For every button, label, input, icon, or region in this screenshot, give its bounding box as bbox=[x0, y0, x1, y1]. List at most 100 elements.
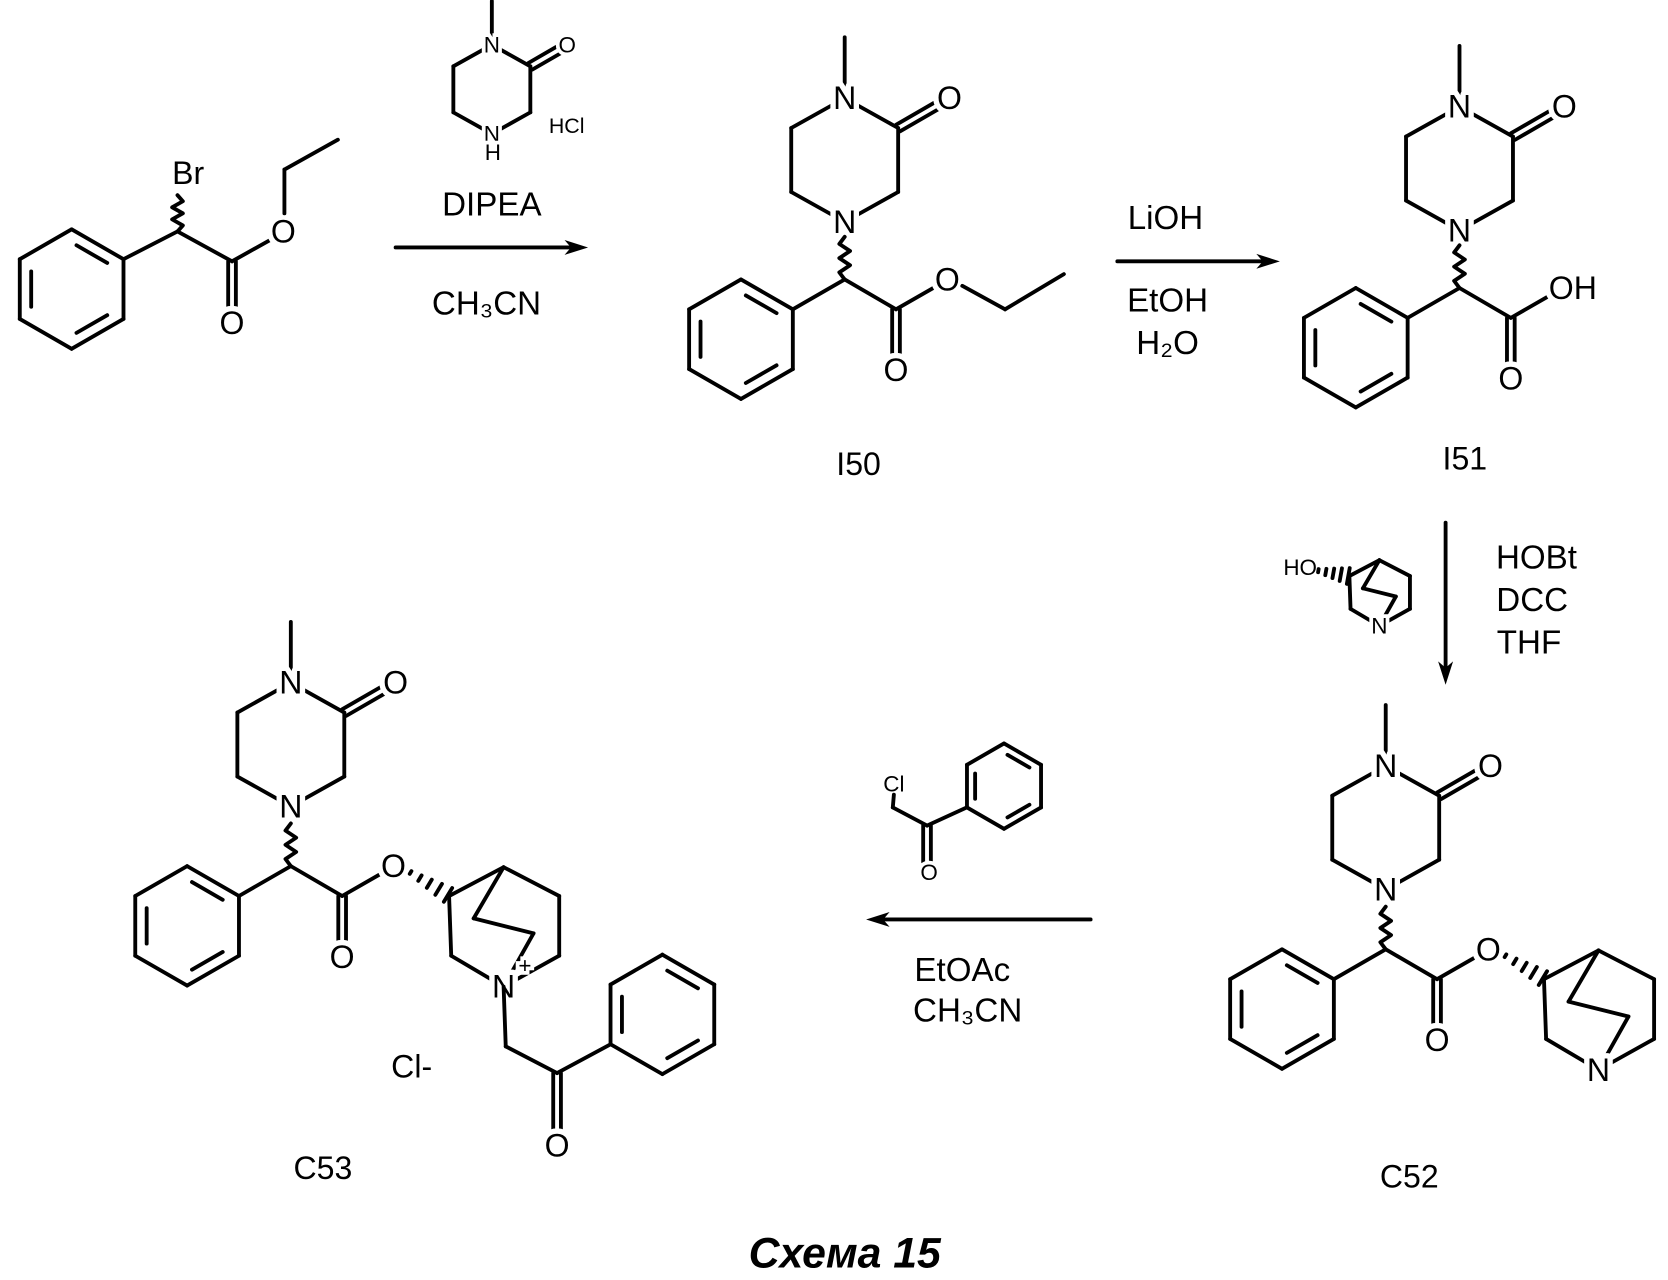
step1-condition-solvent: CH₃CN bbox=[432, 286, 541, 323]
arrowhead-icon bbox=[564, 240, 589, 255]
hashed-stereo-bond bbox=[1502, 952, 1549, 987]
ring-bond bbox=[17, 317, 74, 351]
bond bbox=[960, 283, 1008, 312]
c52-ester-o-atom: O bbox=[1476, 931, 1501, 967]
ring-bond bbox=[687, 277, 743, 312]
i51-n4-atom: N bbox=[1448, 212, 1471, 248]
ring-double-bond bbox=[665, 1038, 700, 1061]
bond bbox=[890, 805, 929, 828]
cage-bond bbox=[501, 953, 562, 989]
bond bbox=[489, 42, 533, 69]
i51-ester-o-atom: OH bbox=[1549, 270, 1597, 306]
bond bbox=[288, 680, 347, 715]
c52-oxo-atom: O bbox=[1478, 748, 1503, 784]
i51-carbonyl-o-atom: O bbox=[1498, 361, 1523, 397]
arrow-step1 bbox=[393, 240, 589, 255]
cage-bond bbox=[501, 865, 562, 898]
cage-bond bbox=[1542, 948, 1601, 982]
scheme-title: Схема 15 bbox=[749, 1229, 942, 1277]
ring-double-bond bbox=[743, 293, 779, 316]
cage-bond bbox=[471, 916, 536, 936]
arrowhead-icon bbox=[866, 912, 890, 927]
cage-bond bbox=[1377, 594, 1398, 628]
ring-double-bond bbox=[190, 880, 225, 902]
ring-bond bbox=[608, 1042, 665, 1077]
c52-carbonyl-o-atom: O bbox=[1425, 1022, 1450, 1058]
step3-condition-thf: THF bbox=[1497, 625, 1561, 662]
cage-bond bbox=[1566, 999, 1631, 1019]
benzene-ring bbox=[133, 864, 241, 988]
step4-reagent-cl-atom: Cl bbox=[883, 772, 904, 797]
cage-bond bbox=[1347, 574, 1353, 611]
cage-bond bbox=[1347, 558, 1382, 578]
carbonyl-bond bbox=[898, 105, 943, 134]
bond bbox=[501, 984, 508, 1049]
ring-bond bbox=[1228, 1037, 1284, 1071]
cage-bond bbox=[1566, 948, 1601, 1004]
hash bbox=[1502, 952, 1509, 960]
cage-bond bbox=[1544, 1037, 1601, 1072]
cage-bond bbox=[1360, 558, 1382, 591]
i50-carbonyl-o-atom: O bbox=[884, 352, 909, 388]
carbonyl-bond bbox=[1512, 114, 1558, 142]
cage-bond bbox=[1596, 1014, 1631, 1072]
compound-label-c52: C52 bbox=[1380, 1159, 1439, 1195]
benzene-ring bbox=[608, 952, 717, 1077]
c53-n-methyl-atom: N bbox=[279, 665, 302, 701]
ring-bond bbox=[1280, 947, 1336, 982]
bond bbox=[1508, 291, 1556, 320]
cage-bond bbox=[449, 953, 506, 989]
compound-label-i51: I51 bbox=[1443, 441, 1488, 477]
carbonyl-bond bbox=[340, 683, 385, 712]
c53-carbonyl-o-atom: O bbox=[330, 939, 355, 975]
hash bbox=[1323, 566, 1329, 578]
cage-bond bbox=[1596, 1037, 1657, 1072]
step3-reagent-quinuclidine-n-atom: N bbox=[1371, 613, 1387, 638]
c53-ester-o-atom: O bbox=[381, 848, 406, 884]
ring-bond bbox=[739, 277, 795, 312]
benzene-ring bbox=[687, 277, 795, 401]
bond bbox=[789, 96, 847, 130]
i51-n-methyl-atom: N bbox=[1448, 89, 1471, 125]
step2-condition-base: LiOH bbox=[1128, 200, 1203, 237]
step1-condition-dipea: DIPEA bbox=[442, 186, 542, 223]
ring-double-bond bbox=[743, 363, 779, 385]
bond bbox=[1383, 763, 1442, 798]
hash bbox=[416, 873, 424, 883]
arrow-step2 bbox=[1115, 253, 1280, 269]
bond bbox=[340, 869, 387, 898]
bond bbox=[842, 277, 898, 312]
bond bbox=[288, 864, 345, 898]
bond bbox=[555, 1042, 613, 1075]
hash bbox=[407, 869, 414, 876]
step1-reagent-h-atom: H bbox=[485, 140, 501, 165]
hash bbox=[1316, 567, 1321, 575]
bond bbox=[121, 229, 180, 262]
sm-ester-o-atom: O bbox=[271, 213, 296, 249]
step1-reagent-n4-atom: N bbox=[484, 121, 500, 146]
bond bbox=[1003, 272, 1066, 312]
step2-condition-solvent2: H₂O bbox=[1136, 325, 1199, 362]
step3-condition-hobt: HOBt bbox=[1496, 539, 1577, 576]
ring-bond bbox=[69, 227, 126, 262]
carbonyl-bond bbox=[526, 44, 560, 65]
bond bbox=[235, 680, 293, 715]
ring-double-bond bbox=[74, 243, 110, 265]
ring-bond bbox=[1002, 805, 1043, 831]
ring-bond bbox=[1280, 1037, 1336, 1071]
bond bbox=[1405, 286, 1462, 320]
cage-bond bbox=[1377, 558, 1412, 578]
arrow-step3 bbox=[1438, 520, 1454, 685]
ring-double-bond bbox=[1284, 1033, 1320, 1055]
ring-bond bbox=[1353, 375, 1410, 410]
step1-reagent-salt: HCl bbox=[549, 114, 585, 138]
i50-n-methyl-atom: N bbox=[833, 80, 856, 116]
c53-oxo-atom: O bbox=[383, 665, 408, 701]
i50-ester-o-atom: O bbox=[935, 261, 960, 297]
bond bbox=[890, 792, 896, 810]
ring-bond bbox=[965, 741, 1006, 767]
bond bbox=[451, 110, 494, 136]
bond bbox=[1435, 952, 1482, 982]
ring-bond bbox=[608, 952, 665, 987]
bond bbox=[894, 282, 941, 312]
